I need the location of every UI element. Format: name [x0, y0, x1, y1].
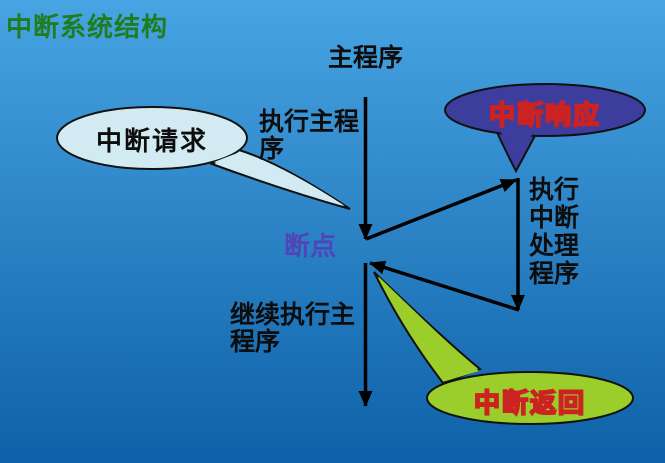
continue-main-label: 继续执行主 程序	[230, 302, 356, 356]
request-callout-shape	[56, 106, 351, 210]
execute-handler-label: 执行 中断 处理 程序	[529, 177, 580, 288]
response-callout-label: 中断响应	[488, 100, 601, 131]
jump-to-handler-arrow	[365, 178, 517, 241]
return-callout-shape	[373, 271, 634, 425]
main-program-label: 主程序	[328, 45, 404, 72]
request-callout-label: 中断请求	[95, 127, 208, 156]
execute-main-label: 执行主程 序	[259, 109, 360, 163]
breakpoint-label: 断点	[284, 232, 337, 261]
return-to-breakpoint-arrow	[369, 260, 520, 312]
slide-title: 中断系统结构	[6, 13, 169, 42]
return-callout-label: 中断返回	[473, 388, 586, 419]
response-callout-shape	[444, 83, 646, 174]
